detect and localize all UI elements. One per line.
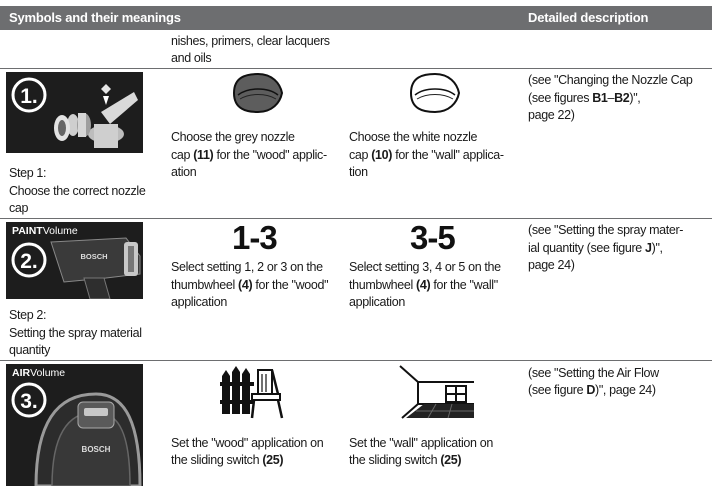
step2-wood-line-2: thumbwheel (4) for the "wood" xyxy=(171,278,329,292)
svg-text:BOSCH: BOSCH xyxy=(80,252,107,261)
white-nozzle-cap-icon xyxy=(409,72,461,114)
step2-photo: PAINTVolume 2. BOSCH xyxy=(6,222,143,299)
table-header: Symbols and their meanings Detailed desc… xyxy=(0,6,712,30)
step2-label-line-2: Setting the spray material xyxy=(9,326,142,340)
row-divider xyxy=(0,218,712,219)
step3-photo: AIRVolume 3. BOSCH xyxy=(6,364,143,486)
step1-wood-line-1: Choose the grey nozzle xyxy=(171,130,295,144)
room-wall-window-icon xyxy=(399,365,474,419)
setting-range-wall: 3-5 xyxy=(410,219,456,256)
step1-desc-line-1: (see "Changing the Nozzle Cap xyxy=(528,73,693,87)
step2-wall-line-2: thumbwheel (4) for the "wall" xyxy=(349,278,498,292)
step3-wall-line-1: Set the "wall" application on xyxy=(349,436,493,450)
step2-label-line-3: quantity xyxy=(9,343,50,357)
step2-desc-line-1: (see "Setting the spray mater- xyxy=(528,223,684,237)
step1-label-line-3: cap xyxy=(9,201,29,215)
continuation-line-1: nishes, primers, clear lacquers xyxy=(171,34,330,48)
setting-range-wood: 1-3 xyxy=(232,219,278,256)
step2-desc-line-2: ial quantity (see figure J)", xyxy=(528,241,663,255)
step1-wall-line-2: cap (10) for the "wall" applica- xyxy=(349,148,504,162)
step1-label-line-2: Choose the correct nozzle xyxy=(9,184,146,198)
row-divider xyxy=(0,68,712,69)
grey-nozzle-cap-icon xyxy=(232,72,284,114)
step3-wood-line-2: the sliding switch (25) xyxy=(171,453,284,467)
step2-wood-line-3: application xyxy=(171,295,227,309)
airvolume-brand: AIRVolume xyxy=(12,367,65,379)
step1-wood-line-3: ation xyxy=(171,165,197,179)
header-detailed-description: Detailed description xyxy=(528,10,649,25)
step3-wood-line-1: Set the "wood" application on xyxy=(171,436,324,450)
step3-number: 3. xyxy=(20,390,38,413)
paintvolume-brand: PAINTVolume xyxy=(12,225,78,237)
step1-label-line-1: Step 1: xyxy=(9,166,47,180)
wood-fence-chair-icon xyxy=(220,366,284,419)
step1-photo: 1. xyxy=(6,72,143,153)
step1-number: 1. xyxy=(20,85,38,108)
step3-desc-line-1: (see "Setting the Air Flow xyxy=(528,366,659,380)
step3-wall-line-2: the sliding switch (25) xyxy=(349,453,462,467)
step2-wall-line-3: application xyxy=(349,295,405,309)
step3-desc-line-2: (see figure D)", page 24) xyxy=(528,383,656,397)
step1-desc-line-2: (see figures B1–B2)", xyxy=(528,91,641,105)
step2-wood-line-1: Select setting 1, 2 or 3 on the xyxy=(171,260,323,274)
row-divider xyxy=(0,360,712,361)
step2-label-line-1: Step 2: xyxy=(9,308,47,322)
step1-wood-line-2: cap (11) for the "wood" applic- xyxy=(171,148,327,162)
step2-wall-line-1: Select setting 3, 4 or 5 on the xyxy=(349,260,501,274)
step1-desc-line-3: page 22) xyxy=(528,108,575,122)
step2-number: 2. xyxy=(20,250,38,273)
svg-text:BOSCH: BOSCH xyxy=(82,445,111,454)
step1-wall-line-1: Choose the white nozzle xyxy=(349,130,478,144)
step1-wall-line-3: tion xyxy=(349,165,368,179)
header-symbols-meanings: Symbols and their meanings xyxy=(9,10,181,25)
continuation-line-2: and oils xyxy=(171,51,212,65)
step2-desc-line-3: page 24) xyxy=(528,258,575,272)
